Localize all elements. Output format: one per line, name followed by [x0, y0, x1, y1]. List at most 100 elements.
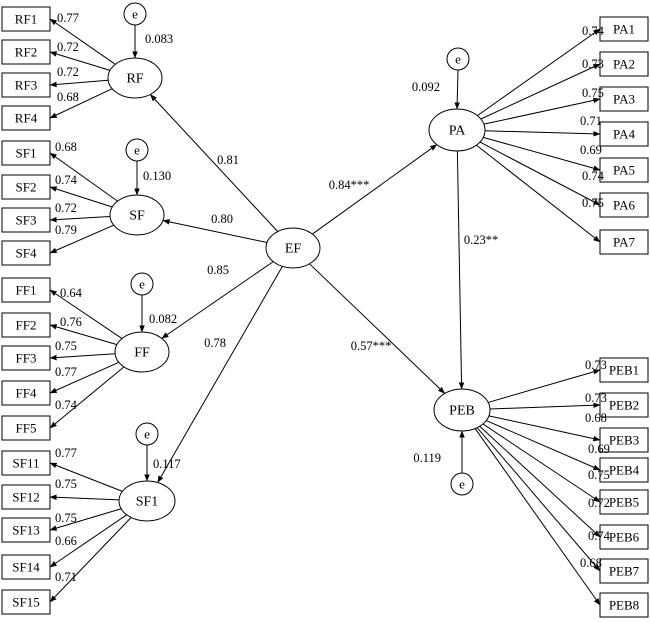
indicator-box-pa7	[599, 229, 649, 255]
indicator-box-peb8	[599, 592, 649, 618]
indicator-box-ff1	[1, 277, 51, 303]
latent-label-sf1: SF1	[136, 495, 159, 510]
indicator-box-peb1	[599, 357, 649, 383]
indicator-label-sf3: SF3	[16, 213, 37, 228]
loading-pa4: 0.71	[580, 114, 602, 128]
loading-sf15: 0.71	[55, 570, 77, 584]
indicator-label-sf15: SF15	[12, 595, 39, 610]
indicator-label-rf3: RF3	[15, 78, 37, 93]
indicator-box-rf3	[1, 72, 51, 98]
indicator-label-ff1: FF1	[16, 283, 37, 298]
loading-arrow-pa6	[479, 141, 601, 206]
indicator-box-peb6	[599, 524, 649, 550]
loading-sf4: 0.79	[55, 223, 77, 237]
indicator-label-ff2: FF2	[16, 318, 37, 333]
path-coef-ef-ff: 0.85	[207, 263, 229, 277]
latent-label-peb: PEB	[449, 404, 475, 419]
loading-arrow-rf4	[49, 88, 113, 119]
indicator-box-peb2	[599, 392, 649, 418]
loading-sf1: 0.68	[55, 140, 77, 154]
error-term-rf	[123, 2, 147, 26]
error-label-sf1: e	[144, 427, 150, 442]
indicator-label-peb2: PEB2	[609, 398, 639, 413]
loading-arrow-pa3	[483, 97, 601, 125]
indicator-box-rf1	[1, 6, 51, 32]
loading-arrow-peb4	[486, 420, 601, 471]
loading-rf2: 0.72	[57, 40, 79, 54]
indicator-box-peb3	[599, 427, 649, 453]
error-term-peb	[450, 472, 474, 496]
error-weight-sf1: 0.117	[153, 457, 181, 471]
error-label-sf: e	[134, 143, 140, 158]
loading-arrow-pa5	[483, 136, 601, 171]
loading-arrow-sf4	[49, 224, 114, 254]
loading-arrow-peb2	[489, 402, 601, 410]
indicator-box-pa3	[599, 86, 649, 112]
indicator-label-ff4: FF4	[16, 386, 37, 401]
loading-peb6: 0.72	[588, 496, 610, 510]
error-label-peb: e	[459, 477, 465, 492]
indicator-box-peb5	[599, 489, 649, 515]
loading-rf4: 0.68	[57, 90, 79, 104]
loading-arrow-sf1	[49, 152, 118, 202]
loading-arrow-ff5	[49, 366, 125, 429]
indicator-box-peb7	[599, 558, 649, 584]
loading-peb5: 0.75	[588, 468, 610, 482]
path-ef-to-ff	[161, 261, 274, 339]
loading-arrow-peb3	[488, 415, 601, 442]
loading-sf3: 0.72	[55, 201, 77, 215]
indicator-label-ff3: FF3	[16, 351, 37, 366]
indicator-label-pa1: PA1	[613, 22, 635, 37]
path-ef-to-peb	[309, 263, 446, 394]
latent-sf1	[118, 480, 176, 522]
indicator-box-sf2	[1, 174, 51, 200]
error-term-pa	[446, 47, 470, 71]
indicator-box-rf4	[1, 105, 51, 131]
error-arrow-pa	[454, 69, 460, 110]
latent-rf	[107, 57, 163, 99]
error-label-rf: e	[132, 7, 138, 22]
indicator-label-peb5: PEB5	[609, 495, 639, 510]
loading-arrow-sf3	[49, 216, 111, 223]
loading-ff1: 0.64	[60, 286, 83, 300]
error-label-ff: e	[139, 277, 145, 292]
path-ef-to-rf	[149, 94, 279, 232]
indicator-label-peb3: PEB3	[609, 433, 639, 448]
indicator-label-pa2: PA2	[613, 57, 635, 72]
indicator-label-sf2: SF2	[16, 180, 37, 195]
indicator-label-pa6: PA6	[613, 198, 635, 213]
indicator-box-peb4	[599, 457, 649, 483]
loading-pa1: 0.74	[582, 24, 605, 38]
indicator-box-sf11	[1, 450, 51, 476]
latent-peb	[433, 388, 491, 432]
error-weight-peb: 0.119	[413, 451, 441, 465]
indicator-label-sf4: SF4	[16, 246, 37, 261]
loading-arrow-peb6	[479, 425, 601, 538]
error-label-pa: e	[455, 52, 461, 67]
indicator-label-pa7: PA7	[613, 235, 635, 250]
indicator-box-sf12	[1, 484, 51, 510]
path-coef-ef-rf: 0.81	[217, 153, 239, 167]
path-coef-ef-sf: 0.80	[211, 212, 233, 226]
loading-peb3: 0.68	[585, 411, 607, 425]
indicator-label-rf2: RF2	[15, 45, 37, 60]
path-ef-to-pa	[312, 144, 438, 235]
indicator-box-sf1	[1, 140, 51, 166]
loading-arrow-sf15	[49, 517, 132, 603]
loading-rf3: 0.72	[57, 65, 79, 79]
indicator-box-sf4	[1, 240, 51, 266]
latent-sf	[109, 194, 165, 236]
loading-arrow-ff3	[49, 353, 116, 361]
loading-arrow-sf12	[49, 494, 120, 501]
loading-sf2: 0.74	[55, 173, 78, 187]
loading-ff3: 0.75	[55, 339, 77, 353]
loading-pa2: 0.73	[582, 57, 604, 71]
loading-arrow-sf11	[49, 462, 123, 492]
indicator-label-peb7: PEB7	[609, 564, 640, 579]
path-pa-to-peb	[456, 150, 465, 390]
indicator-box-ff5	[1, 415, 51, 441]
latent-label-pa: PA	[449, 124, 467, 139]
latent-label-ff: FF	[134, 346, 150, 361]
indicator-label-peb8: PEB8	[609, 598, 639, 613]
